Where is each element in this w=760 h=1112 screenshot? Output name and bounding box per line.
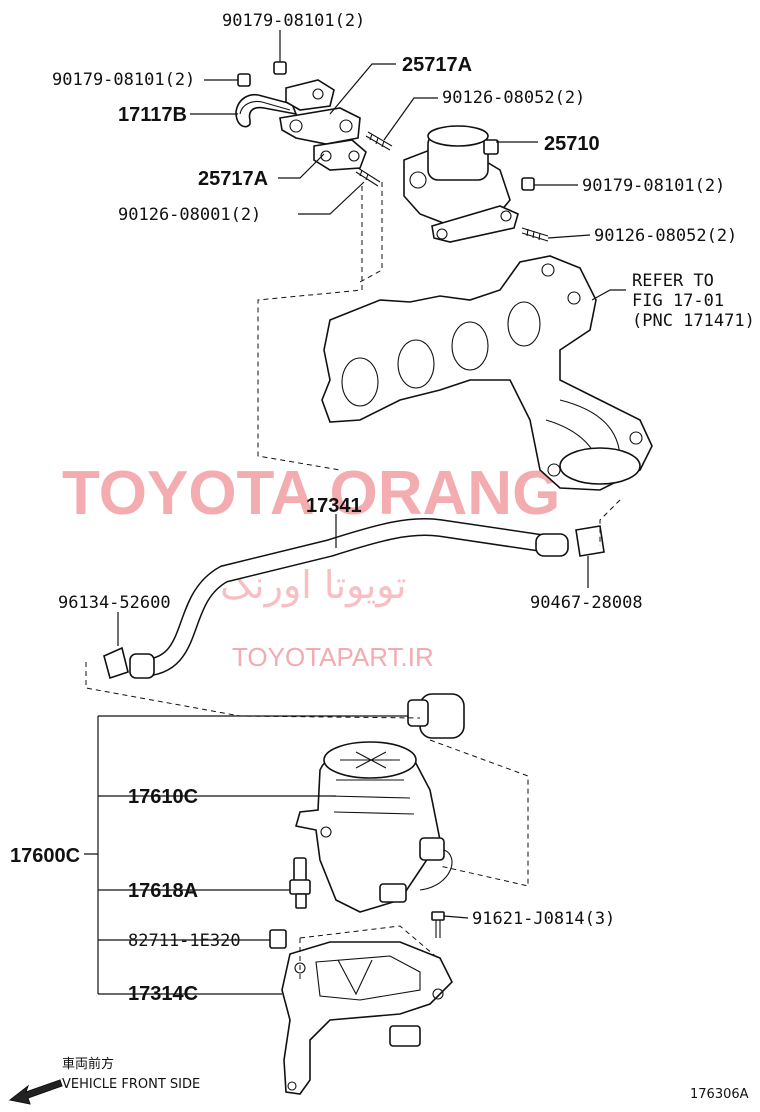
- stud-90126-08052-right: [521, 227, 549, 242]
- air-switching-valve-25710: [403, 125, 519, 243]
- label-90467: 90467-28008: [530, 593, 643, 613]
- stud-90126-08052-top: [365, 131, 393, 151]
- front-arrow-icon: [8, 1079, 63, 1105]
- clamp-90467: [575, 525, 605, 557]
- label-25717A-bottom: 25717A: [198, 168, 268, 190]
- dashed-guide-6: [299, 925, 441, 980]
- leader-90126-08001: [298, 181, 365, 215]
- air-hose-17341: [129, 517, 569, 679]
- label-refer-line1: REFER TO: [632, 271, 714, 291]
- label-90179-right: 90179-08101(2): [582, 176, 725, 196]
- gasket-25717A-bottom: [313, 139, 367, 171]
- nut-90179-left: [237, 73, 251, 87]
- label-refer-line2: FIG 17-01: [632, 291, 724, 311]
- dashed-guide-2: [359, 182, 383, 283]
- label-17314C: 17314C: [128, 983, 198, 1005]
- leader-90126-right: [547, 234, 591, 239]
- leader-17600C-bracket: [84, 715, 408, 995]
- label-90179-top: 90179-08101(2): [222, 11, 365, 31]
- label-refer-line3: (PNC 171471): [632, 311, 755, 331]
- dashed-guide-1: [257, 186, 363, 471]
- leader-25717A-top: [329, 63, 396, 115]
- nut-90179-top: [273, 61, 287, 75]
- label-front-jp: 車両前方: [62, 1056, 114, 1072]
- leader-25717A-bottom: [278, 153, 325, 179]
- filter-cap: [407, 693, 465, 739]
- label-91621: 91621-J0814(3): [472, 909, 615, 929]
- air-pump-17610C: [294, 741, 453, 913]
- bracket-17314C: [281, 941, 453, 1095]
- connector-82711: [269, 929, 287, 949]
- dashed-guide-5: [429, 739, 529, 887]
- label-front-en: VEHICLE FRONT SIDE: [62, 1077, 200, 1092]
- label-90179-left: 90179-08101(2): [52, 70, 195, 90]
- label-82711: 82711-1E320: [128, 931, 241, 951]
- exhaust-manifold: [321, 255, 653, 491]
- label-25717A-top: 25717A: [402, 54, 472, 76]
- label-25710: 25710: [544, 133, 600, 155]
- bolt-91621: [431, 911, 445, 938]
- label-17600C: 17600C: [10, 845, 80, 867]
- label-17618A: 17618A: [128, 880, 198, 902]
- label-96134: 96134-52600: [58, 593, 171, 613]
- label-fig-code: 176306A: [690, 1087, 749, 1102]
- label-17341: 17341: [306, 495, 362, 517]
- label-17117B: 17117B: [118, 104, 187, 126]
- nut-90179-right: [521, 177, 535, 191]
- sensor-17618A: [289, 857, 311, 909]
- egr-pipe-17117B: [235, 79, 335, 128]
- stud-90126-08001: [355, 167, 381, 187]
- leader-90126-top: [383, 97, 438, 141]
- leader-refer: [591, 289, 626, 301]
- label-17610C: 17610C: [128, 786, 198, 808]
- label-90126-08001: 90126-08001(2): [118, 205, 261, 225]
- watermark-brand: TOYOTA ORANG: [62, 459, 560, 528]
- label-90126-08052-right: 90126-08052(2): [594, 226, 737, 246]
- watermark-site: TOYOTAPART.IR: [232, 642, 434, 672]
- leader-91621: [443, 915, 469, 919]
- label-90126-08052-top: 90126-08052(2): [442, 88, 585, 108]
- dashed-guide-3: [599, 499, 621, 546]
- dashed-guide-4: [85, 662, 421, 719]
- clamp-96134: [103, 646, 129, 680]
